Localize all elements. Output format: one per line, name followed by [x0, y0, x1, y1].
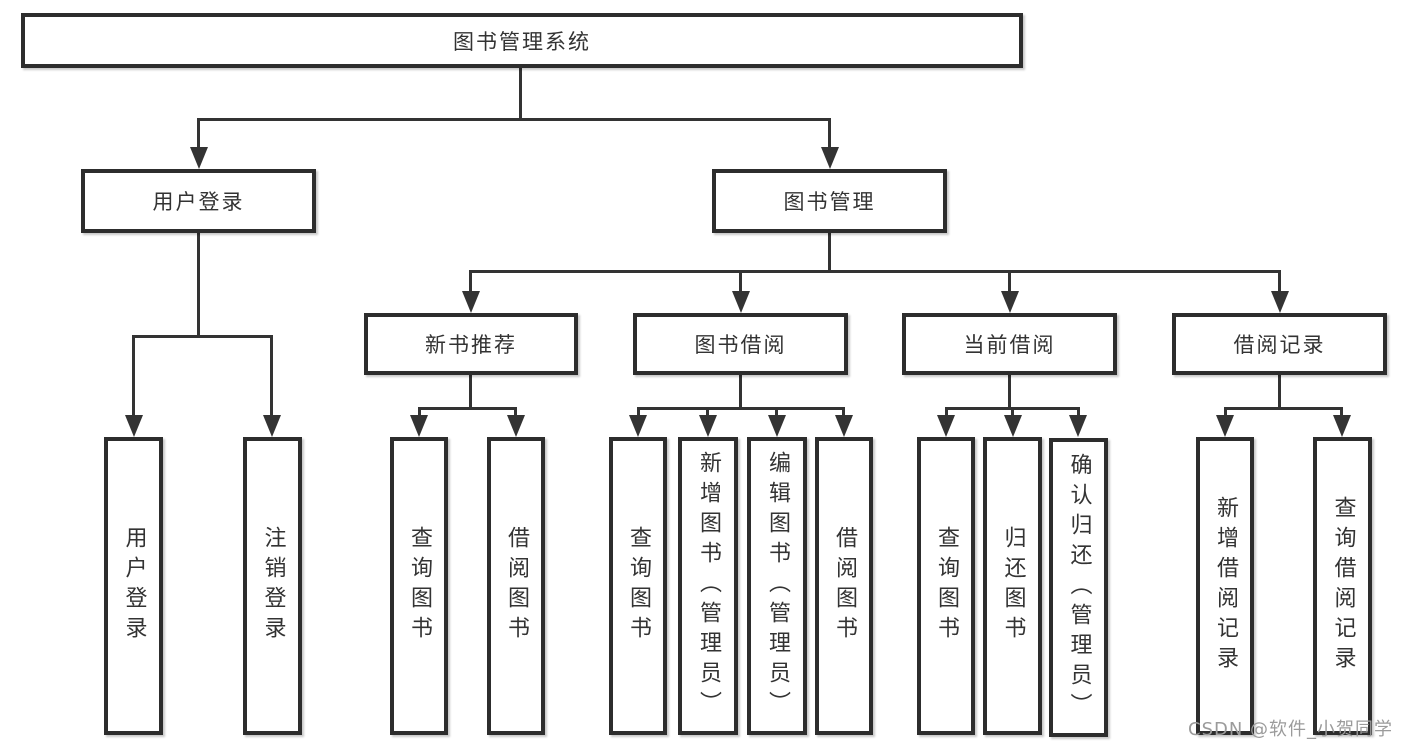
- node-new-book-rec-label: 新书推荐: [425, 333, 517, 357]
- leaf-confirm-return-admin-label: 确认归还（管理员）: [1066, 452, 1092, 723]
- connector-drop-g4-1: [945, 407, 948, 417]
- arrow-g3-1: [629, 415, 647, 437]
- arrow-to-book-mgmt: [821, 147, 839, 169]
- node-current-borrow: 当前借阅: [902, 313, 1117, 375]
- connector-root-stem: [519, 68, 522, 118]
- arrow-g5-1: [1216, 415, 1234, 437]
- connector-book-mgmt-stem: [828, 233, 831, 270]
- connector-drop-g2-2: [514, 407, 517, 417]
- arrow-to-current-borrow: [1001, 291, 1019, 313]
- leaf-borrow-books: 借阅图书: [815, 437, 873, 735]
- arrow-g3-3: [768, 415, 786, 437]
- leaf-query-books-current-label: 查询图书: [934, 526, 959, 646]
- connector-bus-new-book: [418, 407, 517, 410]
- node-book-mgmt: 图书管理: [712, 169, 947, 233]
- arrow-g4-2: [1004, 415, 1022, 437]
- connector-bus-level1: [197, 118, 831, 121]
- connector-bus-borrow-records: [1224, 407, 1343, 410]
- arrow-to-new-book: [462, 291, 480, 313]
- connector-drop-g3-2: [706, 407, 709, 417]
- connector-new-book-stem: [469, 375, 472, 407]
- connector-book-borrow-stem: [739, 375, 742, 407]
- connector-drop-user-login: [197, 118, 200, 150]
- leaf-user-login-label: 用户登录: [121, 526, 147, 646]
- arrow-to-user-login: [190, 147, 208, 169]
- node-book-mgmt-label: 图书管理: [783, 190, 876, 214]
- leaf-add-book-admin-label: 新增图书（管理员）: [696, 451, 721, 721]
- connector-bus-level3: [469, 270, 1279, 273]
- leaf-add-book-admin: 新增图书（管理员）: [678, 437, 738, 735]
- connector-drop-leaf-login: [132, 335, 135, 417]
- connector-user-login-stem: [197, 232, 200, 335]
- leaf-borrow-books-rec: 借阅图书: [487, 437, 545, 735]
- arrow-g4-1: [937, 415, 955, 437]
- connector-drop-g5-1: [1224, 407, 1227, 417]
- leaf-borrow-books-rec-label: 借阅图书: [504, 526, 529, 646]
- leaf-edit-book-admin-label: 编辑图书（管理员）: [765, 451, 790, 721]
- arrow-to-leaf-login: [125, 415, 143, 437]
- connector-drop-new-book: [469, 270, 472, 293]
- arrow-g2-1: [410, 415, 428, 437]
- connector-drop-g4-2: [1011, 407, 1014, 417]
- leaf-return-book-label: 归还图书: [1000, 526, 1026, 646]
- connector-drop-book-borrow: [739, 270, 742, 293]
- leaf-logout-label: 注销登录: [260, 526, 286, 646]
- connector-bus-book-borrow: [637, 407, 845, 410]
- arrow-g3-2: [699, 415, 717, 437]
- arrow-g4-3: [1069, 415, 1087, 437]
- leaf-return-book: 归还图书: [983, 437, 1042, 735]
- connector-drop-g5-2: [1340, 407, 1343, 417]
- node-new-book-rec: 新书推荐: [364, 313, 578, 375]
- leaf-query-books-rec: 查询图书: [390, 437, 448, 735]
- connector-drop-g3-1: [637, 407, 640, 417]
- arrow-g5-2: [1333, 415, 1351, 437]
- leaf-user-login: 用户登录: [104, 437, 163, 735]
- node-book-borrow: 图书借阅: [633, 313, 848, 375]
- node-current-borrow-label: 当前借阅: [963, 333, 1056, 357]
- node-borrow-records-label: 借阅记录: [1233, 333, 1326, 357]
- leaf-logout: 注销登录: [243, 437, 302, 735]
- arrow-to-leaf-logout: [263, 415, 281, 437]
- node-borrow-records: 借阅记录: [1172, 313, 1387, 375]
- arrow-to-borrow-records: [1271, 291, 1289, 313]
- leaf-borrow-books-label: 借阅图书: [832, 526, 857, 646]
- connector-borrow-records-stem: [1278, 375, 1281, 407]
- node-root-system: 图书管理系统: [21, 13, 1023, 68]
- node-user-login: 用户登录: [81, 169, 316, 233]
- watermark: CSDN @软件_小贺同学: [1188, 719, 1394, 740]
- leaf-query-borrow-record: 查询借阅记录: [1313, 437, 1372, 735]
- leaf-edit-book-admin: 编辑图书（管理员）: [747, 437, 807, 735]
- arrow-to-book-borrow: [732, 291, 750, 313]
- connector-drop-borrow-records: [1278, 270, 1281, 293]
- node-user-login-label: 用户登录: [152, 190, 245, 214]
- node-book-borrow-label: 图书借阅: [694, 333, 787, 357]
- leaf-query-books-borrow-label: 查询图书: [626, 526, 651, 646]
- leaf-query-books-current: 查询图书: [917, 437, 975, 735]
- leaf-add-borrow-record: 新增借阅记录: [1196, 437, 1254, 735]
- connector-drop-leaf-logout: [270, 335, 273, 417]
- arrow-g2-2: [507, 415, 525, 437]
- node-root-label: 图书管理系统: [453, 29, 591, 54]
- connector-drop-g2-1: [418, 407, 421, 417]
- connector-drop-g3-4: [842, 407, 845, 417]
- leaf-query-books-borrow: 查询图书: [609, 437, 667, 735]
- arrow-g3-4: [835, 415, 853, 437]
- connector-bus-user-login: [132, 335, 273, 338]
- connector-drop-g3-3: [775, 407, 778, 417]
- connector-drop-book-mgmt: [828, 118, 831, 150]
- leaf-confirm-return-admin: 确认归还（管理员）: [1049, 438, 1108, 737]
- connector-drop-g4-3: [1077, 407, 1080, 417]
- leaf-add-borrow-record-label: 新增借阅记录: [1213, 496, 1238, 676]
- connector-current-borrow-stem: [1008, 375, 1011, 407]
- leaf-query-books-rec-label: 查询图书: [407, 526, 432, 646]
- leaf-query-borrow-record-label: 查询借阅记录: [1330, 496, 1356, 676]
- connector-drop-current-borrow: [1008, 270, 1011, 293]
